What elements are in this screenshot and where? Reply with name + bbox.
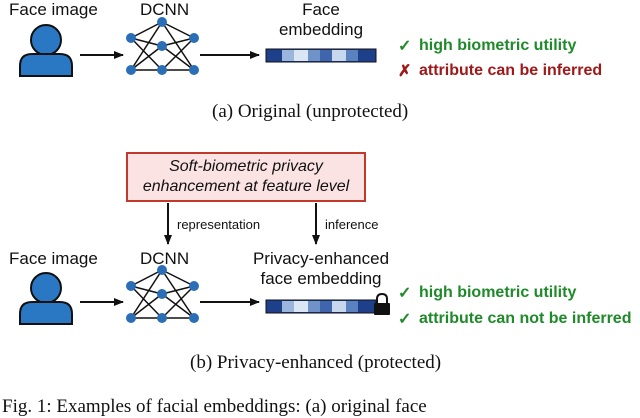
person-icon <box>19 272 73 325</box>
caption-b: (b) Privacy-enhanced (protected) <box>190 352 442 373</box>
result-good: high biometric utility <box>419 284 577 301</box>
result-good: high biometric utility <box>419 37 577 54</box>
input-label: Face image <box>9 0 98 19</box>
embedding-label-line2: embedding <box>278 20 364 39</box>
privacy-enhancement-box: Soft-biometric privacy enhancement at fe… <box>126 152 366 202</box>
figure-caption-partial: Fig. 1: Examples of facial embeddings: (… <box>2 396 427 417</box>
inference-label: inference <box>325 217 379 232</box>
neural-network-icon <box>130 269 195 319</box>
network-label: DCNN <box>140 0 190 19</box>
neural-network-icon <box>130 21 195 71</box>
input-label: Face image <box>9 249 98 268</box>
network-label: DCNN <box>140 249 190 268</box>
result-bad: attribute can be inferred <box>419 62 603 79</box>
result-good: attribute can not be inferred <box>419 310 632 327</box>
embedding-label-line1: Face <box>302 0 340 19</box>
caption-a: (a) Original (unprotected) <box>212 101 409 122</box>
diagram-graphics <box>19 17 390 325</box>
embedding-label-line2: face embedding <box>260 269 382 288</box>
embedding-label-line1: Privacy-enhanced <box>252 249 390 268</box>
lock-icon <box>374 292 390 315</box>
check-icon: ✓ <box>398 311 412 328</box>
check-icon: ✓ <box>398 285 412 302</box>
check-icon: ✓ <box>398 38 412 55</box>
network-nodes <box>126 265 199 323</box>
person-icon <box>19 24 73 77</box>
representation-label: representation <box>177 217 261 232</box>
embedding-vector <box>265 299 377 314</box>
privacy-box-line2: enhancement at feature level <box>142 178 350 195</box>
embedding-vector <box>265 48 377 63</box>
privacy-box-line1: Soft-biometric privacy <box>169 158 323 175</box>
cross-icon: ✗ <box>398 63 412 80</box>
network-nodes <box>126 17 199 75</box>
